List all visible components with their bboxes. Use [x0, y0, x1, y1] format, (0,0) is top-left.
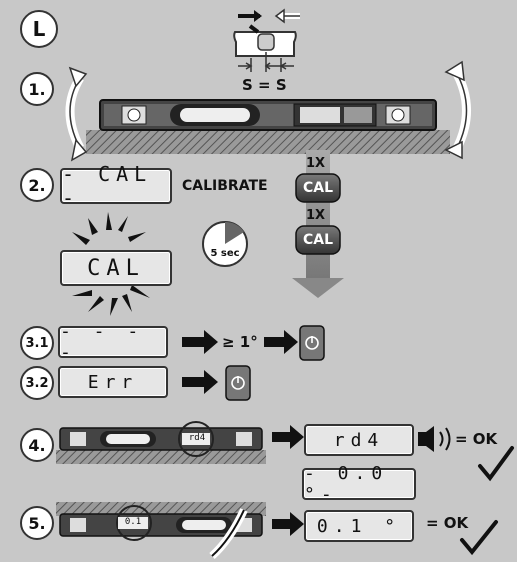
threshold-label: ≥ 1° — [222, 333, 258, 351]
press-count-1: 1X — [306, 156, 326, 171]
display-cal-flashing: CAL — [60, 250, 172, 286]
display-dashes-text: - - - - — [60, 321, 145, 363]
level-step5 — [56, 502, 266, 559]
process-down-arrow — [292, 150, 344, 298]
cal-button-2-label[interactable]: CAL — [302, 232, 334, 248]
rotate-arrows — [65, 60, 471, 162]
timer-label: 5 sec — [210, 248, 240, 259]
step-badge-4: 4. — [20, 428, 54, 462]
display-zero-text: - 0.0 °- — [304, 463, 389, 505]
level-step4 — [56, 421, 266, 464]
display-err-text: Err — [87, 371, 139, 393]
arrow-icons — [182, 330, 304, 536]
cal-button-2[interactable] — [295, 225, 341, 255]
step-badge-1: 1. — [20, 72, 54, 106]
flash-rays-icon — [72, 212, 150, 316]
display-point-one: 0.1 ° — [304, 510, 414, 542]
ok-label-2: = OK — [426, 514, 469, 532]
calibrate-label: CALIBRATE — [182, 178, 268, 194]
level-window-point-one: 0.1 — [124, 517, 142, 527]
press-count-2: 1X — [306, 208, 326, 223]
step-badge-2: 2. — [20, 168, 54, 202]
display-rdy-text: rd4 — [333, 429, 385, 451]
balance-label: S = S — [242, 76, 287, 94]
level-window-rdy: rd4 — [188, 433, 206, 443]
check-icons — [460, 446, 514, 556]
display-rdy: rd4 — [304, 424, 414, 456]
section-letter-badge: L — [20, 10, 58, 48]
level-on-surface-step1 — [86, 99, 450, 154]
display-cal-dashes-text: - CAL - — [62, 162, 153, 210]
step-badge-3-2: 3.2 — [20, 366, 54, 400]
display-point-one-text: 0.1 ° — [316, 515, 402, 537]
display-err: Err — [58, 366, 168, 398]
ok-label-1: = OK — [455, 430, 498, 448]
step-badge-3-1: 3.1 — [20, 326, 54, 360]
display-cal-flashing-text: CAL — [87, 255, 145, 281]
timer-icon — [202, 221, 248, 267]
power-button-1[interactable] — [299, 325, 325, 361]
vial-detail-illustration — [233, 8, 300, 72]
display-dashes: - - - - — [58, 321, 168, 363]
display-zero: - 0.0 °- — [302, 463, 416, 505]
display-cal-dashes: - CAL - — [60, 162, 172, 210]
speaker-icon — [418, 426, 451, 452]
step-badge-5: 5. — [20, 506, 54, 540]
cal-button-1-label[interactable]: CAL — [302, 180, 334, 196]
power-button-2[interactable] — [225, 365, 251, 401]
cal-button-1[interactable] — [295, 173, 341, 203]
